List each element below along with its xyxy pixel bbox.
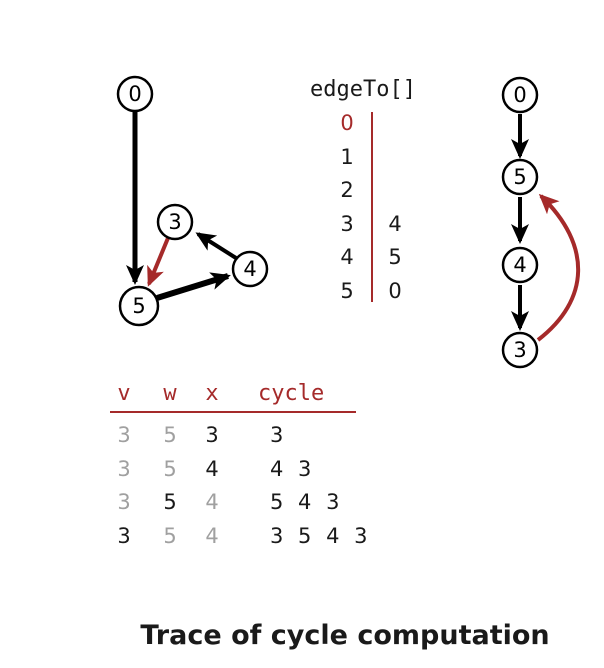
trace-cell-w: 5	[163, 490, 176, 514]
left-node-3-label: 3	[168, 210, 181, 234]
trace-row: 3 5 4 3 5 4 3	[117, 524, 367, 548]
left-node-5: 5	[118, 285, 160, 327]
trace-header-v: v	[117, 381, 130, 406]
trace-cell-v: 3	[117, 423, 130, 447]
edge-to-index-5: 5	[340, 279, 353, 303]
right-node-5: 5	[501, 158, 539, 196]
trace-cell-x: 3	[205, 423, 218, 447]
right-node-4-label: 4	[513, 253, 526, 277]
trace-cell-x: 4	[205, 524, 218, 548]
right-edge-3-5	[536, 193, 581, 342]
left-edge-3-5	[147, 237, 170, 287]
left-node-0-label: 0	[128, 82, 141, 106]
figure-caption: Trace of cycle computation	[140, 620, 549, 651]
edge-to-title: edgeTo[]	[310, 77, 416, 102]
right-node-0: 0	[501, 76, 539, 114]
trace-cell-cycle: 3 5 4 3	[270, 524, 367, 548]
edge-to-index-3: 3	[340, 212, 353, 236]
left-edge-4-3	[195, 232, 238, 260]
left-node-4: 4	[231, 250, 269, 288]
trace-cell-x: 4	[205, 457, 218, 481]
left-graph: 0 3 4 5	[116, 75, 269, 327]
trace-cell-v: 3	[117, 457, 130, 481]
right-node-3-label: 3	[513, 338, 526, 362]
right-graph: 0 5 4 3	[501, 76, 581, 369]
left-node-4-label: 4	[243, 257, 256, 281]
trace-cell-w: 5	[163, 457, 176, 481]
right-node-0-label: 0	[513, 83, 526, 107]
right-node-3: 3	[501, 331, 539, 369]
edge-to-value-4: 5	[388, 245, 401, 269]
trace-cell-v: 3	[117, 524, 130, 548]
edge-to-index-2: 2	[340, 178, 353, 202]
edge-to-index-4: 4	[340, 245, 353, 269]
edge-to-index-0: 0	[340, 111, 353, 135]
edge-to-table: edgeTo[] 0 1 2 3 4 5 4 5 0	[310, 77, 416, 303]
trace-cell-cycle: 3	[270, 423, 283, 447]
trace-row: 3 5 4 5 4 3	[117, 490, 339, 514]
edge-to-value-5: 0	[388, 279, 401, 303]
trace-cell-cycle: 5 4 3	[270, 490, 339, 514]
right-node-4: 4	[501, 246, 539, 284]
trace-cell-cycle: 4 3	[270, 457, 311, 481]
left-node-0: 0	[116, 75, 154, 113]
trace-row: 3 5 3 3	[117, 423, 283, 447]
trace-cell-w: 5	[163, 423, 176, 447]
trace-header-cycle: cycle	[258, 381, 324, 406]
trace-header-w: w	[163, 381, 177, 406]
trace-cell-w: 5	[163, 524, 176, 548]
trace-row: 3 5 4 4 3	[117, 457, 311, 481]
trace-header-x: x	[205, 381, 218, 406]
trace-cell-v: 3	[117, 490, 130, 514]
trace-table: v w x cycle 3 5 3 3 3 5 4 4 3 3 5 4 5 4 …	[110, 381, 367, 548]
left-node-3: 3	[156, 203, 194, 241]
edge-to-value-3: 4	[388, 212, 401, 236]
left-edge-5-4	[156, 272, 231, 301]
right-node-5-label: 5	[513, 165, 526, 189]
edge-to-index-1: 1	[340, 145, 353, 169]
left-node-5-label: 5	[132, 294, 145, 318]
trace-cell-x: 4	[205, 490, 218, 514]
